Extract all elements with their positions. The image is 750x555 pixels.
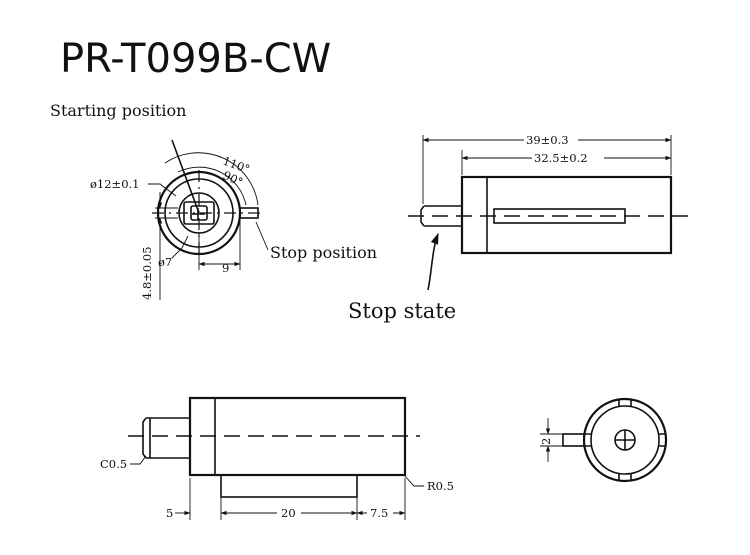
- dia-12-dim: ø12±0.1: [90, 177, 139, 191]
- dim-2: 2: [539, 438, 553, 445]
- starting-position-label: Starting position: [50, 101, 186, 120]
- dia-7-dim: ø7: [158, 255, 172, 269]
- stop-position-label: Stop position: [270, 243, 377, 262]
- dim-5: 5: [166, 506, 173, 520]
- dim-9: 9: [222, 261, 229, 275]
- dim-20: 20: [281, 506, 296, 520]
- end-view-bottom: [540, 397, 668, 483]
- stop-state-label: Stop state: [348, 299, 456, 323]
- chamfer-c0-5: C0.5: [100, 457, 127, 471]
- dim-4-8: 4.8±0.05: [140, 246, 154, 300]
- side-view-stop-state: [408, 135, 690, 291]
- dim-39: 39±0.3: [526, 133, 569, 147]
- part-number-title: PR-T099B-CW: [60, 36, 331, 82]
- dim-32-5: 32.5±0.2: [534, 151, 588, 165]
- front-view: [148, 139, 269, 300]
- dim-7-5: 7.5: [370, 506, 388, 520]
- side-view-bottom: [128, 396, 424, 520]
- radius-r0-5: R0.5: [427, 479, 454, 493]
